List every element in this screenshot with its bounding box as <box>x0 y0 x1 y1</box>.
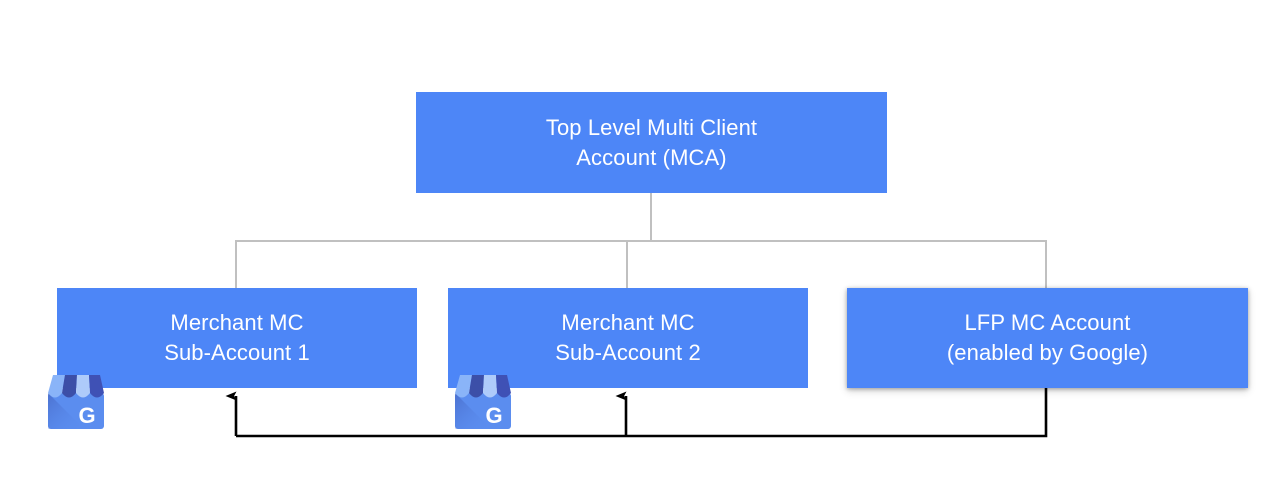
node-merchant-sub-account-1-label: Merchant MC Sub-Account 1 <box>164 310 310 365</box>
connector-drop-sub1 <box>235 240 237 289</box>
node-top-level-mca-label: Top Level Multi Client Account (MCA) <box>545 114 758 170</box>
node-merchant-sub-account-2[interactable]: Merchant MC Sub-Account 2 <box>448 288 808 388</box>
google-g-letter: G <box>485 403 502 428</box>
node-top-level-mca[interactable]: Top Level Multi Client Account (MCA) <box>416 92 887 193</box>
node-merchant-sub-account-2-label: Merchant MC Sub-Account 2 <box>555 310 701 365</box>
google-my-business-icon: G <box>455 375 511 429</box>
node-lfp-mc-account-label: LFP MC Account (enabled by Google) <box>946 310 1149 365</box>
connector-horizontal-bus <box>235 240 1047 242</box>
connector-drop-sub2 <box>626 240 628 289</box>
connector-mca-stub <box>650 193 652 242</box>
node-lfp-mc-account[interactable]: LFP MC Account (enabled by Google) <box>847 288 1248 388</box>
connector-drop-lfp <box>1045 240 1047 289</box>
google-g-letter: G <box>78 403 95 428</box>
node-merchant-sub-account-1[interactable]: Merchant MC Sub-Account 1 <box>57 288 417 388</box>
google-my-business-icon: G <box>48 375 104 429</box>
feedback-trunk-path <box>236 388 1048 438</box>
